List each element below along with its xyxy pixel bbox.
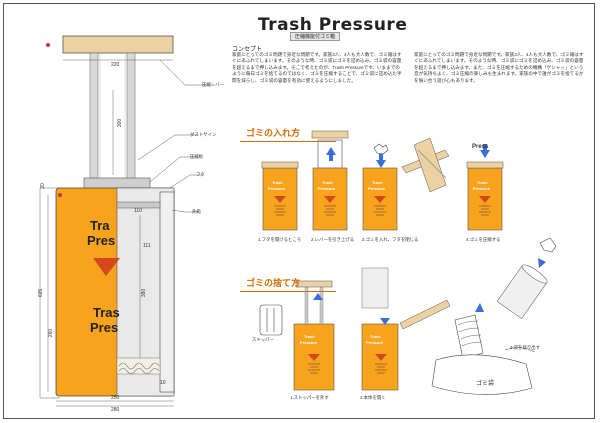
step-cans-in — [261, 130, 504, 231]
step-caption: 1.ストッパーを外す — [290, 395, 329, 400]
can-text: Pressure — [300, 340, 318, 345]
dim-20: 20 — [39, 183, 46, 189]
section-how-to-dispose: ゴミの捨て方 — [246, 278, 301, 288]
lever-rod-right — [126, 52, 136, 184]
side-label: 外箱 — [192, 209, 201, 214]
dim-280: 280 — [111, 407, 120, 413]
side-label: 圧縮レバー — [202, 82, 224, 87]
can-text: Pressure — [366, 340, 384, 345]
step-caption: 2.本体を開く — [360, 395, 386, 400]
drawing-sheet — [3, 3, 595, 419]
step-caption: 3.袋を取り出す — [510, 345, 541, 350]
lever-handle — [62, 35, 174, 54]
dim-260: 260 — [48, 328, 55, 338]
concept-heading: コンセプト — [232, 47, 263, 53]
bag-label: ゴミ袋 — [476, 381, 495, 387]
can-text: Trash — [370, 334, 381, 339]
side-label: ダストサイン — [190, 132, 217, 137]
section-underline — [240, 141, 336, 142]
logo-triangle — [93, 258, 120, 276]
trash-pile — [116, 357, 161, 375]
dim-380: 380 — [141, 288, 148, 298]
step-caption: 2.レバーを引き上げる — [311, 237, 355, 242]
concept-paragraph-2: 家庭にとってのゴミ問題で身近な問題です。家族3人、4人も大人数で、ゴミ箱はすぐに… — [414, 52, 584, 83]
dim-250: 250 — [111, 395, 120, 401]
big-can-text: Pres — [87, 233, 116, 248]
side-panel — [159, 191, 175, 393]
stopper-label: ストッパー — [252, 337, 274, 342]
dim-10: 10 — [160, 380, 166, 386]
can-text: Trash — [372, 180, 383, 185]
dim-605: 605 — [38, 288, 45, 298]
dim-220: 220 — [111, 62, 120, 68]
lever-rod-left — [89, 52, 99, 184]
compress-plate — [116, 201, 161, 209]
big-can-text: Tras — [93, 305, 120, 320]
dim-300: 300 — [117, 118, 124, 128]
side-label: 圧縮板 — [190, 154, 204, 159]
step-caption: 4.ゴミを圧縮する — [466, 237, 501, 242]
can-text: Pressure — [368, 186, 386, 191]
section-underline — [240, 291, 336, 292]
can-text: Pressure — [473, 186, 491, 191]
big-can-text: Tra — [90, 218, 110, 233]
section-how-to-insert: ゴミの入れ方 — [246, 128, 301, 138]
big-can-text: Pres — [90, 320, 119, 335]
can-text: Trash — [272, 180, 283, 185]
trash-bag — [431, 354, 533, 395]
page-title: Trash Pressure — [258, 15, 408, 35]
can-text: Trash — [304, 334, 315, 339]
side-label: フタ — [196, 172, 205, 177]
can-text: Pressure — [318, 186, 336, 191]
can-text: Trash — [477, 180, 488, 185]
dim-111: 111 — [143, 243, 151, 249]
can-text: Trash — [322, 180, 333, 185]
page-subtitle: 圧縮機能付ゴミ箱 — [290, 32, 341, 41]
step-caption: 3.ゴミを入れ、フタを閉じる — [362, 237, 419, 242]
dim-110: 110 — [134, 208, 142, 214]
can-text: Pressure — [268, 186, 286, 191]
press-label: Press — [472, 144, 489, 150]
concept-paragraph: 家庭にとってのゴミ問題で身近な問題です。家族3人、4人も大人数で、ゴミ箱はすぐに… — [232, 52, 402, 83]
step-caption: 1.フタを開けるところ — [258, 237, 302, 242]
